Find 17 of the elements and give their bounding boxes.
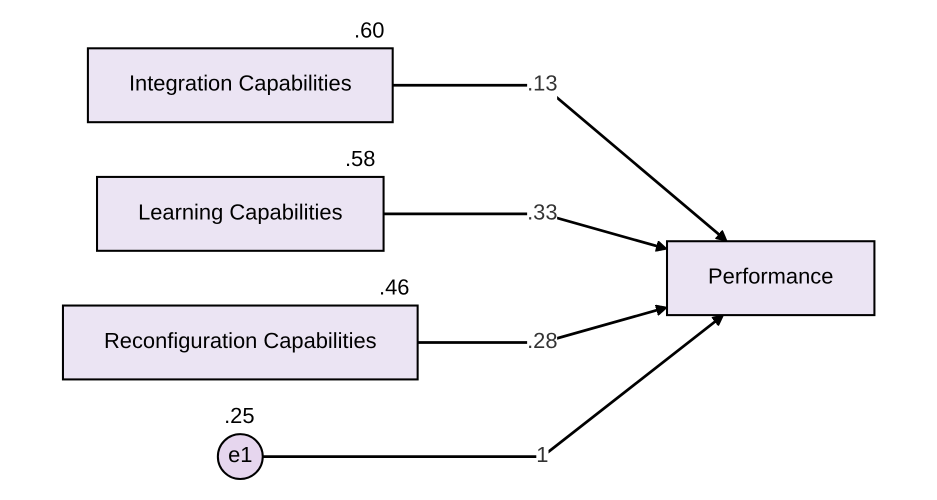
node-circle: e1: [216, 433, 264, 480]
node-box: Learning Capabilities: [96, 176, 384, 252]
arrow: [383, 212, 668, 252]
edge-label: .33: [526, 202, 558, 225]
edge-label: 1: [536, 444, 548, 468]
edge-label: .28: [526, 330, 558, 354]
node-box: Performance: [666, 240, 876, 316]
edge-label: .13: [526, 72, 558, 96]
arrow: [417, 304, 668, 344]
arrow: [392, 84, 728, 242]
arrow: [262, 314, 724, 458]
estimate-value: .58: [344, 146, 376, 171]
estimate-value: .25: [224, 403, 254, 428]
node-box: Integration Capabilities: [86, 47, 394, 124]
estimate-value: .60: [354, 17, 384, 42]
node-box: Reconfiguration Capabilities: [62, 304, 418, 380]
estimate-value: .46: [378, 274, 410, 300]
